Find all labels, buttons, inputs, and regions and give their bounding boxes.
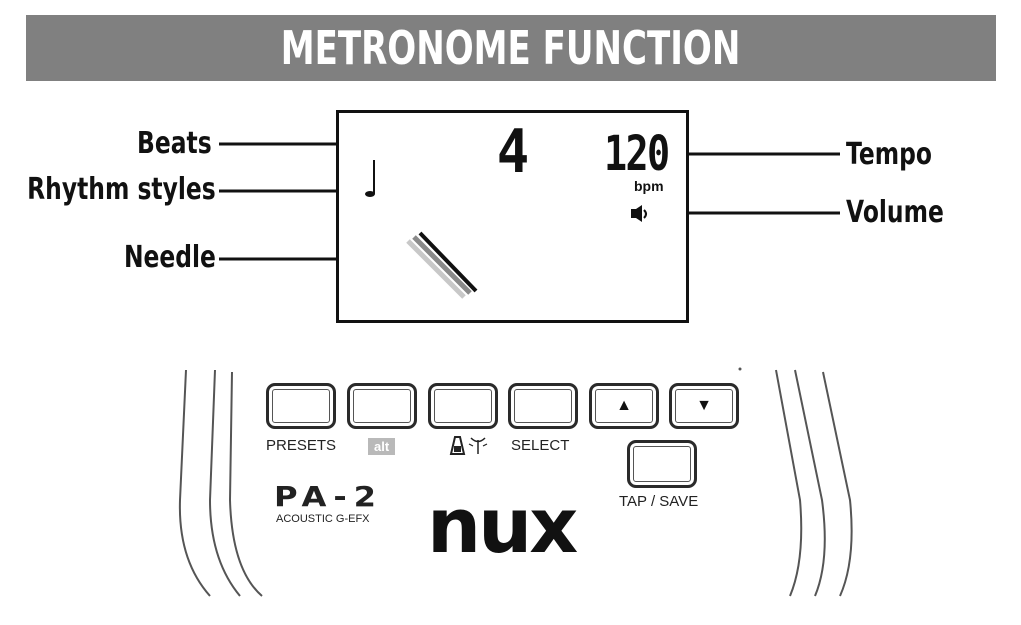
beats-value: 4 (496, 117, 530, 187)
tap-save-button[interactable] (627, 440, 697, 488)
model-subtitle: ACOUSTIC G-EFX (276, 513, 370, 525)
lcd-display (336, 110, 689, 323)
presets-label: PRESETS (266, 437, 337, 454)
speaker-icon (631, 205, 647, 222)
callout-volume: Volume (846, 195, 944, 230)
alt-button[interactable] (347, 383, 417, 429)
down-button[interactable]: ▼ (669, 383, 739, 429)
tempo-unit: bpm (634, 178, 664, 194)
tempo-value: 120 (604, 126, 670, 182)
quarter-note-icon (365, 160, 375, 197)
model-name: PA-2 (274, 480, 383, 513)
nux-logo: nux (427, 480, 587, 580)
up-button[interactable]: ▲ (589, 383, 659, 429)
callout-rhythm-styles: Rhythm styles (27, 172, 216, 207)
callout-beats: Beats (137, 126, 212, 161)
brand-name: nux (427, 481, 578, 570)
callout-tempo: Tempo (846, 137, 932, 172)
select-button[interactable] (508, 383, 578, 429)
callout-needle: Needle (124, 240, 216, 275)
down-arrow-icon: ▼ (696, 397, 712, 414)
alt-label: alt (368, 438, 396, 455)
select-label: SELECT (511, 437, 570, 454)
up-arrow-icon: ▲ (616, 397, 632, 414)
page-title: METRONOME FUNCTION (281, 21, 741, 75)
title-bar: METRONOME FUNCTION (26, 15, 996, 81)
tap-save-label: TAP / SAVE (619, 493, 699, 510)
presets-button[interactable] (266, 383, 336, 429)
needle-icon (406, 231, 478, 299)
metronome-button[interactable] (428, 383, 498, 429)
metronome-tuner-icon (449, 436, 488, 455)
